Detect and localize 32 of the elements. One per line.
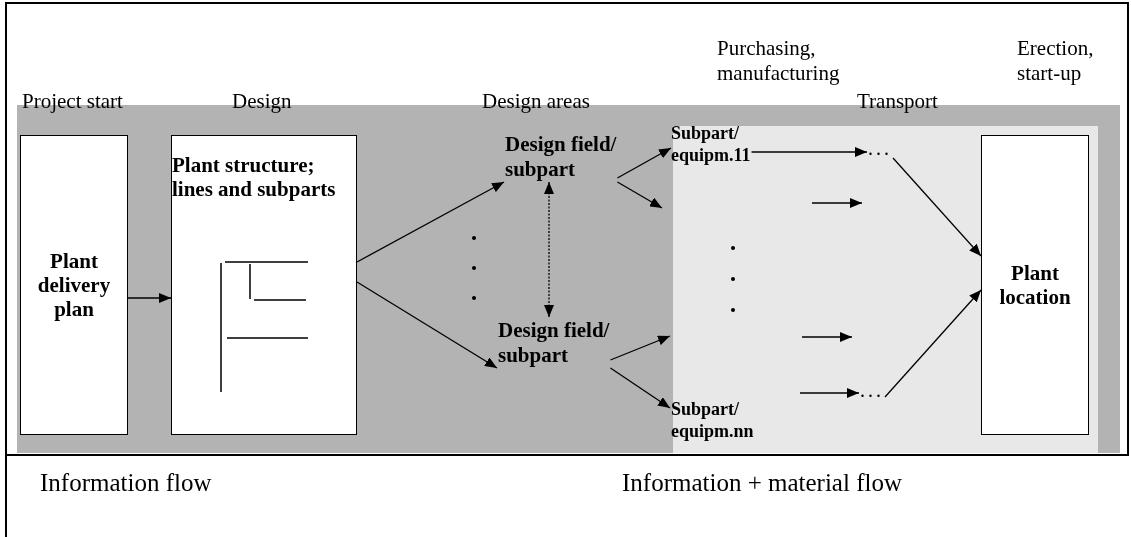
node-text: Plant structure; lines and subparts bbox=[172, 153, 337, 201]
arrow bbox=[356, 181, 505, 263]
column-header: Erection, start-up bbox=[1017, 36, 1095, 86]
dotted-arrow bbox=[544, 181, 554, 318]
arrow bbox=[892, 157, 982, 257]
arrow bbox=[609, 367, 671, 409]
column-header: Purchasing, manufacturing bbox=[717, 36, 841, 86]
arrow bbox=[126, 293, 172, 303]
ellipsis-text: ... bbox=[868, 138, 892, 158]
process-box bbox=[171, 135, 357, 435]
arrow bbox=[616, 147, 672, 179]
subpart-label: Subpart/ equipm.11 bbox=[671, 122, 752, 166]
process-box bbox=[981, 135, 1089, 435]
column-header: Project start bbox=[22, 89, 124, 114]
node-text: Plant delivery plan bbox=[36, 249, 112, 321]
design-field-label: Design field/ subpart bbox=[498, 318, 611, 368]
arrow bbox=[750, 147, 868, 157]
arrow bbox=[609, 335, 671, 361]
subpart-label: Subpart/ equipm.nn bbox=[671, 398, 755, 442]
arrow bbox=[884, 289, 982, 398]
column-header: Transport bbox=[857, 89, 939, 114]
node-text: Plant location bbox=[998, 261, 1072, 309]
column-header: Design areas bbox=[482, 89, 591, 114]
flow-caption: Information + material flow bbox=[622, 468, 903, 498]
column-header: Design bbox=[232, 89, 293, 114]
design-field-label: Design field/ subpart bbox=[505, 132, 618, 182]
arrow bbox=[616, 181, 663, 209]
ellipsis-text: ... bbox=[860, 380, 884, 400]
flow-caption: Information flow bbox=[40, 468, 213, 498]
arrow bbox=[799, 388, 860, 398]
arrow bbox=[356, 281, 498, 369]
process-box bbox=[20, 135, 128, 435]
